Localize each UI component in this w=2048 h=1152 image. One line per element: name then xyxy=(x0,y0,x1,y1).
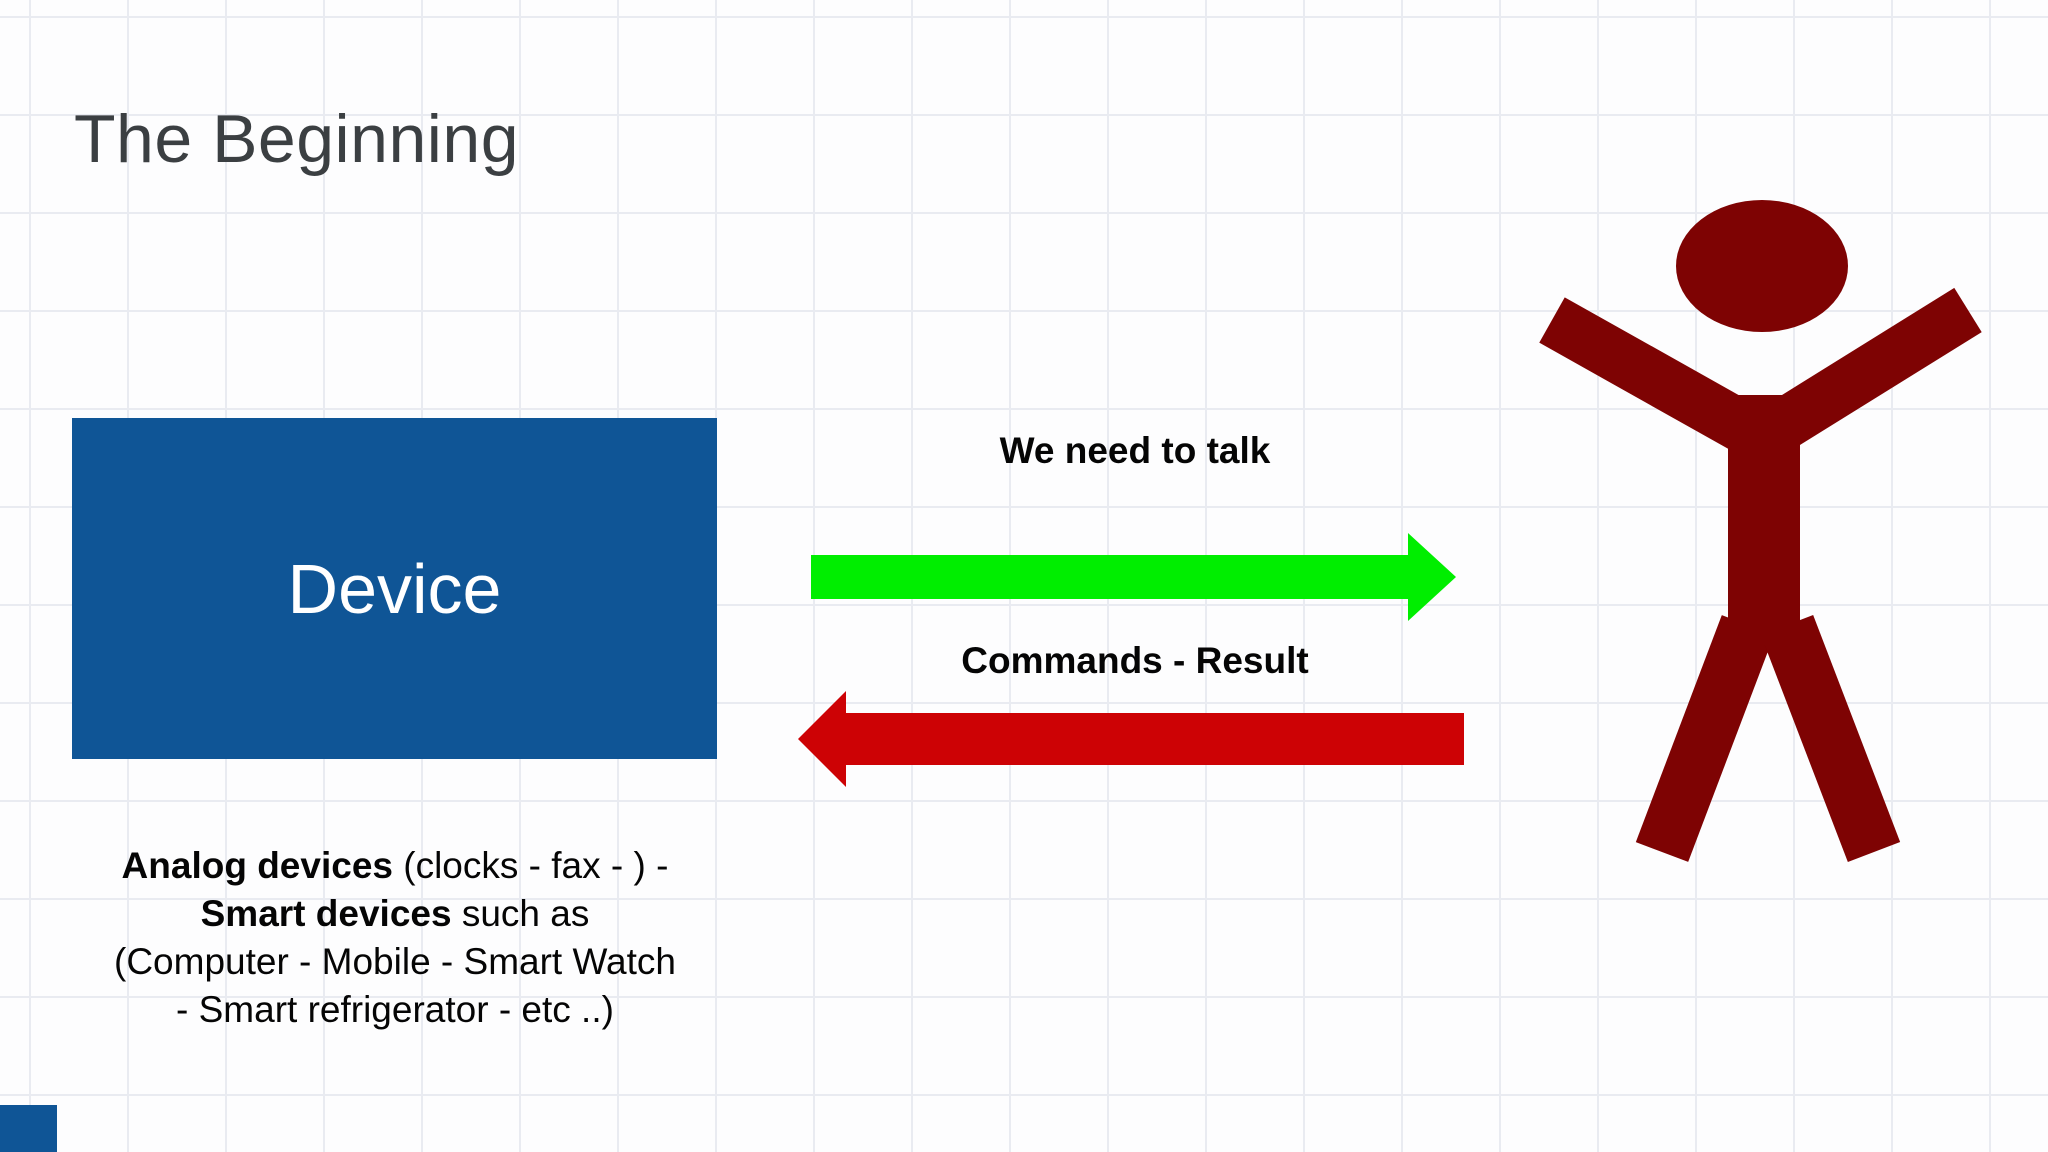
page-title: The Beginning xyxy=(74,101,520,177)
response-arrow-label: Commands - Result xyxy=(961,640,1309,681)
figure-head xyxy=(1676,200,1848,332)
caption-line1-regular: (clocks - fax - ) - xyxy=(392,845,669,886)
figure-left-leg xyxy=(1635,615,1775,862)
red-arrow-shape xyxy=(798,691,1464,787)
device-caption: Analog devices (clocks - fax - ) - Smart… xyxy=(75,842,715,1034)
request-arrow-label: We need to talk xyxy=(999,430,1271,471)
green-arrow-shape xyxy=(811,533,1456,621)
device-box: Device xyxy=(72,418,717,759)
stick-figure-group xyxy=(1539,200,1982,863)
caption-line-3: (Computer - Mobile - Smart Watch xyxy=(114,941,676,982)
caption-line1-bold: Analog devices xyxy=(121,845,393,886)
device-box-label: Device xyxy=(287,549,502,628)
caption-line-1: Analog devices (clocks - fax - ) - xyxy=(75,842,715,890)
caption-line2-regular: such as xyxy=(451,893,590,934)
caption-line-2: Smart devices such as xyxy=(75,890,715,938)
figure-left-arm xyxy=(1539,297,1775,461)
request-arrow-icon xyxy=(811,533,1456,621)
bottom-left-accent-bar xyxy=(0,1105,57,1152)
caption-line2-bold: Smart devices xyxy=(200,893,452,934)
response-arrow-icon xyxy=(798,691,1464,787)
figure-right-leg xyxy=(1760,614,1901,863)
caption-line-4: - Smart refrigerator - etc ..) xyxy=(176,989,614,1030)
person-stick-figure-icon xyxy=(1539,200,1982,863)
figure-torso xyxy=(1728,395,1800,645)
